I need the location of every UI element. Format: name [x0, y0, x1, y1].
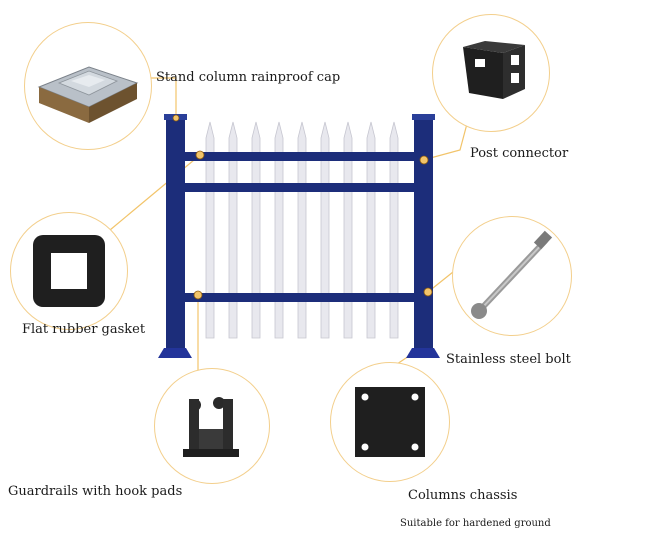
label-chassis: Columns chassis [408, 488, 518, 503]
callout-dots [172, 114, 433, 300]
gasket-circle [10, 212, 128, 330]
post-connector-icon [463, 41, 525, 99]
cap-circle [24, 22, 152, 150]
leader-gasket [109, 154, 201, 231]
label-bolt: Stainless steel bolt [446, 352, 571, 367]
fence-posts [158, 114, 440, 358]
chassis-plate-icon [355, 387, 425, 457]
fence-rails [180, 152, 420, 302]
leader-cap [150, 77, 177, 118]
hook-pad-icon [183, 397, 239, 457]
chassis-circle [330, 362, 450, 482]
leader-connector [422, 119, 469, 161]
label-hook: Guardrails with hook pads [8, 484, 183, 499]
fence-pickets [205, 121, 399, 339]
label-connector: Post connector [470, 146, 569, 161]
hook-circle [154, 368, 270, 484]
label-note: Suitable for hardened ground [400, 518, 551, 529]
rubber-gasket-icon [33, 235, 105, 307]
connector-circle [432, 14, 550, 132]
bolt-circle [452, 216, 572, 336]
label-gasket: Flat rubber gasket [22, 322, 146, 337]
label-cap: Stand column rainproof cap [156, 70, 341, 85]
steel-bolt-icon [471, 230, 553, 319]
rainproof-cap-icon [37, 66, 139, 123]
